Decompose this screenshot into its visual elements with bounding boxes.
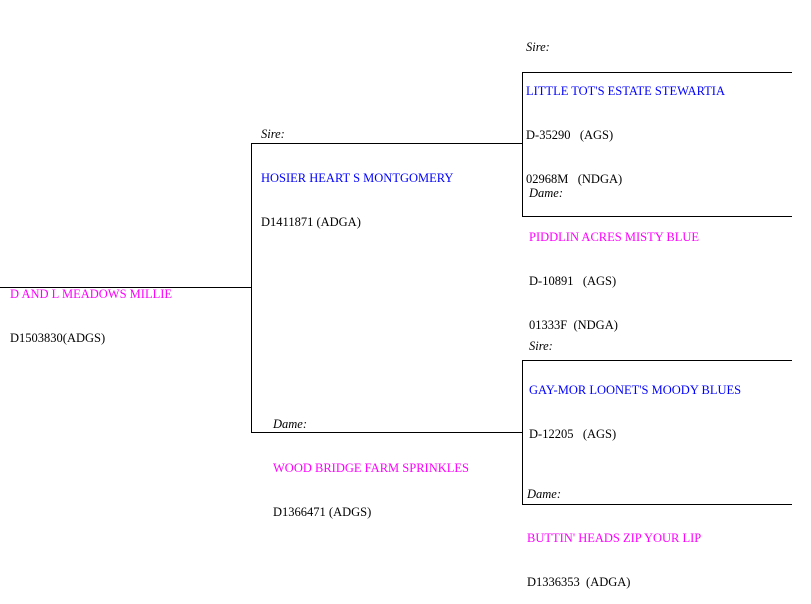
- sire-dam-line: [522, 216, 792, 217]
- subject-reg: D1503830(ADGS): [10, 330, 106, 345]
- dam-dam-reg: D1336353 (ADGA): [527, 574, 631, 589]
- dam-sire-entry: Sire: GAY-MOR LOONET'S MOODY BLUES D-122…: [529, 310, 741, 456]
- parents-bracket: [251, 143, 252, 433]
- dam-sire-name: GAY-MOR LOONET'S MOODY BLUES: [529, 382, 742, 397]
- dam-dam-label: Dame:: [527, 487, 562, 502]
- dam-dam-line: [522, 504, 792, 505]
- sire-sire-reg: D-35290 (AGS): [526, 127, 614, 142]
- dam-dam-entry: Dame: BUTTIN' HEADS ZIP YOUR LIP D133635…: [527, 458, 701, 604]
- sire-reg: D1411871 (ADGA): [261, 214, 361, 229]
- sire-entry: Sire: HOSIER HEART S MONTGOMERY D1411871…: [261, 98, 453, 244]
- dam-name: WOOD BRIDGE FARM SPRINKLES: [273, 460, 469, 475]
- sire-dam-reg: D-10891 (AGS): [529, 273, 617, 288]
- sire-sire-reg-2: 02968M (NDGA): [526, 171, 623, 186]
- subject-entry: D AND L MEADOWS MILLIE D1503830(ADGS): [10, 258, 172, 360]
- dam-label: Dame:: [273, 417, 308, 432]
- sire-grandparents-bracket: [522, 72, 523, 217]
- sire-dam-entry: Dame: PIDDLIN ACRES MISTY BLUE D-10891 (…: [529, 157, 699, 347]
- dam-sire-line: [522, 360, 792, 361]
- dam-dam-name: BUTTIN' HEADS ZIP YOUR LIP: [527, 530, 702, 545]
- dam-sire-reg: D-12205 (AGS): [529, 426, 617, 441]
- sire-dam-name: PIDDLIN ACRES MISTY BLUE: [529, 229, 700, 244]
- dam-entry: Dame: WOOD BRIDGE FARM SPRINKLES D136647…: [273, 388, 469, 534]
- sire-line: [251, 143, 523, 144]
- sire-dam-label: Dame:: [529, 186, 564, 201]
- sire-sire-label: Sire:: [526, 40, 550, 55]
- dam-grandparents-bracket: [522, 360, 523, 505]
- sire-label: Sire:: [261, 127, 285, 142]
- sire-name: HOSIER HEART S MONTGOMERY: [261, 170, 454, 185]
- subject-line: [0, 287, 252, 288]
- sire-sire-entry: Sire: LITTLE TOT'S ESTATE STEWARTIA D-35…: [526, 11, 725, 201]
- dam-reg: D1366471 (ADGS): [273, 504, 372, 519]
- dam-sire-label: Sire:: [529, 339, 553, 354]
- sire-dam-reg-2: 01333F (NDGA): [529, 317, 618, 332]
- sire-sire-line: [522, 72, 792, 73]
- dam-line: [251, 432, 523, 433]
- subject-name: D AND L MEADOWS MILLIE: [10, 287, 173, 302]
- sire-sire-name: LITTLE TOT'S ESTATE STEWARTIA: [526, 83, 725, 98]
